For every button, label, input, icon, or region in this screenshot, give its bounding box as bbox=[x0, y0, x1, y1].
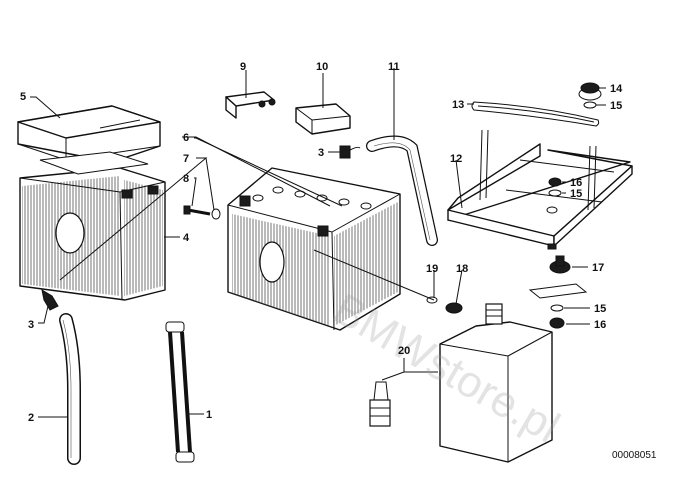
vent-nipple bbox=[445, 302, 463, 314]
callout-18: 18 bbox=[456, 263, 468, 275]
leader-lines bbox=[30, 68, 606, 418]
washer-middle bbox=[548, 189, 562, 197]
rubber-strip bbox=[471, 101, 600, 127]
callout-17: 17 bbox=[592, 262, 604, 274]
rubber-mount bbox=[528, 255, 588, 299]
callout-13: 13 bbox=[452, 99, 464, 111]
callout-19: 19 bbox=[426, 263, 438, 275]
nut-upper bbox=[548, 177, 562, 187]
battery-cover bbox=[17, 105, 161, 163]
hose-connector-lower bbox=[41, 288, 59, 311]
battery-large bbox=[227, 167, 401, 331]
callout-8: 8 bbox=[183, 173, 189, 185]
callout-15-middle: 15 bbox=[570, 188, 582, 200]
callout-20: 20 bbox=[398, 345, 410, 357]
callout-15-lower: 15 bbox=[594, 303, 606, 315]
callout-15-upper: 15 bbox=[610, 100, 622, 112]
callout-4: 4 bbox=[183, 232, 190, 244]
battery-small bbox=[19, 151, 166, 301]
filler-cap bbox=[578, 82, 602, 101]
callout-2: 2 bbox=[28, 412, 34, 424]
drain-hose bbox=[59, 313, 81, 465]
callout-5: 5 bbox=[20, 91, 26, 103]
callout-6: 6 bbox=[183, 132, 189, 144]
nut-lower bbox=[549, 317, 565, 329]
callout-9: 9 bbox=[240, 61, 246, 73]
retaining-strap bbox=[165, 321, 195, 463]
vent-hose bbox=[366, 135, 438, 246]
terminal-cover bbox=[295, 103, 351, 135]
callout-7: 7 bbox=[183, 153, 189, 165]
callout-1: 1 bbox=[206, 409, 212, 421]
callout-11: 11 bbox=[388, 61, 400, 73]
callout-10: 10 bbox=[316, 61, 328, 73]
washer-upper bbox=[583, 101, 597, 109]
bottle-spout bbox=[369, 381, 391, 427]
figure-id: 00008051 bbox=[612, 450, 657, 461]
terminal-bracket bbox=[225, 91, 276, 119]
battery-tray bbox=[447, 129, 633, 250]
callout-14: 14 bbox=[610, 83, 623, 95]
callout-16-lower: 16 bbox=[594, 319, 606, 331]
callout-16-upper: 16 bbox=[570, 177, 582, 189]
bolt-and-washer bbox=[183, 205, 221, 220]
callout-3-upper: 3 bbox=[318, 147, 324, 159]
distilled-water-bottle bbox=[439, 303, 553, 463]
callout-labels: 1 2 3 3 4 5 6 7 8 9 10 11 12 13 14 15 15… bbox=[20, 61, 623, 424]
vent-elbow-upper bbox=[339, 145, 361, 159]
callout-12: 12 bbox=[450, 153, 462, 165]
callout-3-lower: 3 bbox=[28, 319, 34, 331]
washer-lower bbox=[550, 304, 564, 312]
